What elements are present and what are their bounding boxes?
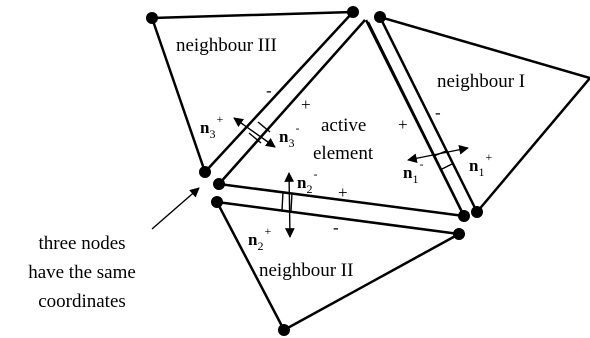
sign-plus-edge3: + bbox=[301, 95, 311, 114]
sign-minus-edge3: - bbox=[266, 81, 272, 100]
sign-minus-edge2: - bbox=[333, 218, 339, 237]
node bbox=[471, 206, 483, 218]
n3-minus-label: n3- bbox=[279, 121, 299, 150]
neighbour-2-triangle bbox=[211, 196, 465, 336]
node bbox=[347, 6, 359, 18]
neighbour-2-label: neighbour II bbox=[259, 260, 353, 281]
active-element-label-line2: element bbox=[313, 143, 374, 164]
n3-plus-label: n3+ bbox=[200, 112, 223, 141]
note-line-2: have the same bbox=[28, 262, 136, 283]
n1-minus-label: n1- bbox=[403, 157, 423, 186]
active-element-label-line1: active bbox=[321, 115, 366, 136]
active-element-triangle bbox=[213, 19, 470, 222]
node bbox=[211, 196, 223, 208]
n2-minus-label: n2- bbox=[297, 167, 317, 196]
neighbour-1-label: neighbour I bbox=[437, 71, 525, 92]
node bbox=[458, 210, 470, 222]
node bbox=[213, 178, 225, 190]
normal-arrows bbox=[233, 117, 469, 238]
n3-arrow bbox=[233, 117, 276, 148]
node bbox=[278, 324, 290, 336]
n2-plus-label: n2+ bbox=[248, 224, 271, 253]
sign-minus-edge1: - bbox=[435, 103, 441, 122]
note-line-1: three nodes bbox=[38, 233, 125, 254]
n2-arrow bbox=[284, 172, 295, 238]
neighbour-3-triangle bbox=[146, 6, 366, 185]
n1-plus-label: n1+ bbox=[469, 150, 492, 179]
node bbox=[199, 166, 211, 178]
node bbox=[146, 12, 158, 24]
node bbox=[453, 228, 465, 240]
pointer-arrow bbox=[151, 187, 200, 230]
sign-plus-edge1: + bbox=[398, 115, 408, 134]
node bbox=[374, 11, 386, 23]
sign-plus-edge2: + bbox=[338, 183, 348, 202]
neighbour-3-label: neighbour III bbox=[176, 35, 277, 56]
n1-arrow bbox=[407, 144, 469, 164]
note-line-3: coordinates bbox=[38, 291, 126, 312]
